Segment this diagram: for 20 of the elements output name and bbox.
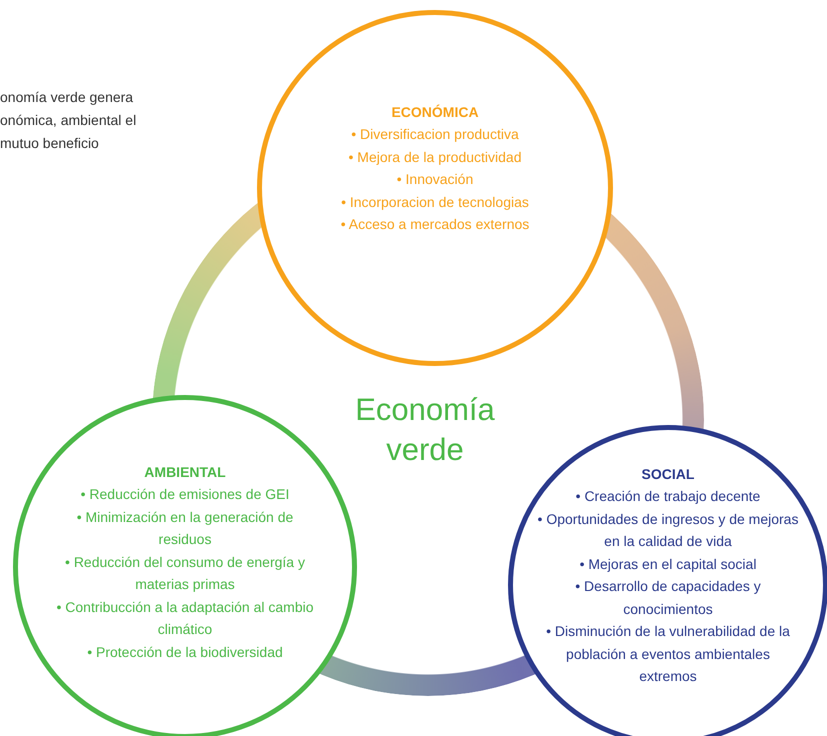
- bullet-item: • Oportunidades de ingresos y de mejoras en la calidad de vida: [537, 510, 799, 551]
- intro-note: onomía verde genera onómica, ambiental el mutuo beneficio: [0, 88, 138, 153]
- pillar-heading: ECONÓMICA: [390, 102, 480, 122]
- bullet-item: • Diversificacion productiva: [350, 125, 520, 144]
- bullet-item: • Innovación: [396, 170, 474, 189]
- bullet-item: • Protección de la biodiversidad: [86, 642, 284, 662]
- bullet-item: • Incorporacion de tecnologias: [340, 192, 530, 212]
- bullet-item: • Mejoras en el capital social: [578, 554, 758, 574]
- bullet-item: • Minimización en la generación de residuos: [76, 508, 294, 550]
- bullet-item: • Reducción de emisiones de GEI: [80, 485, 290, 504]
- bullet-item: • Reducción del consumo de energía y materias primas: [64, 552, 306, 594]
- pillar-heading: AMBIENTAL: [143, 462, 227, 482]
- bullet-item: • Contribucción a la adaptación al cambio climático: [55, 598, 315, 640]
- bullet-item: • Acceso a mercados externos: [340, 215, 530, 234]
- center-title: Economía verde: [354, 391, 496, 469]
- bullet-item: • Desarrollo de capacidades y conocimientos: [574, 577, 762, 618]
- pillar-heading: SOCIAL: [640, 464, 696, 484]
- bullet-item: • Creación de trabajo decente: [574, 487, 762, 506]
- bullet-item: • Disminución de la vulnerabilidad de la población a eventos ambientales extremos: [545, 622, 791, 686]
- bullet-item: • Mejora de la productividad: [348, 148, 522, 167]
